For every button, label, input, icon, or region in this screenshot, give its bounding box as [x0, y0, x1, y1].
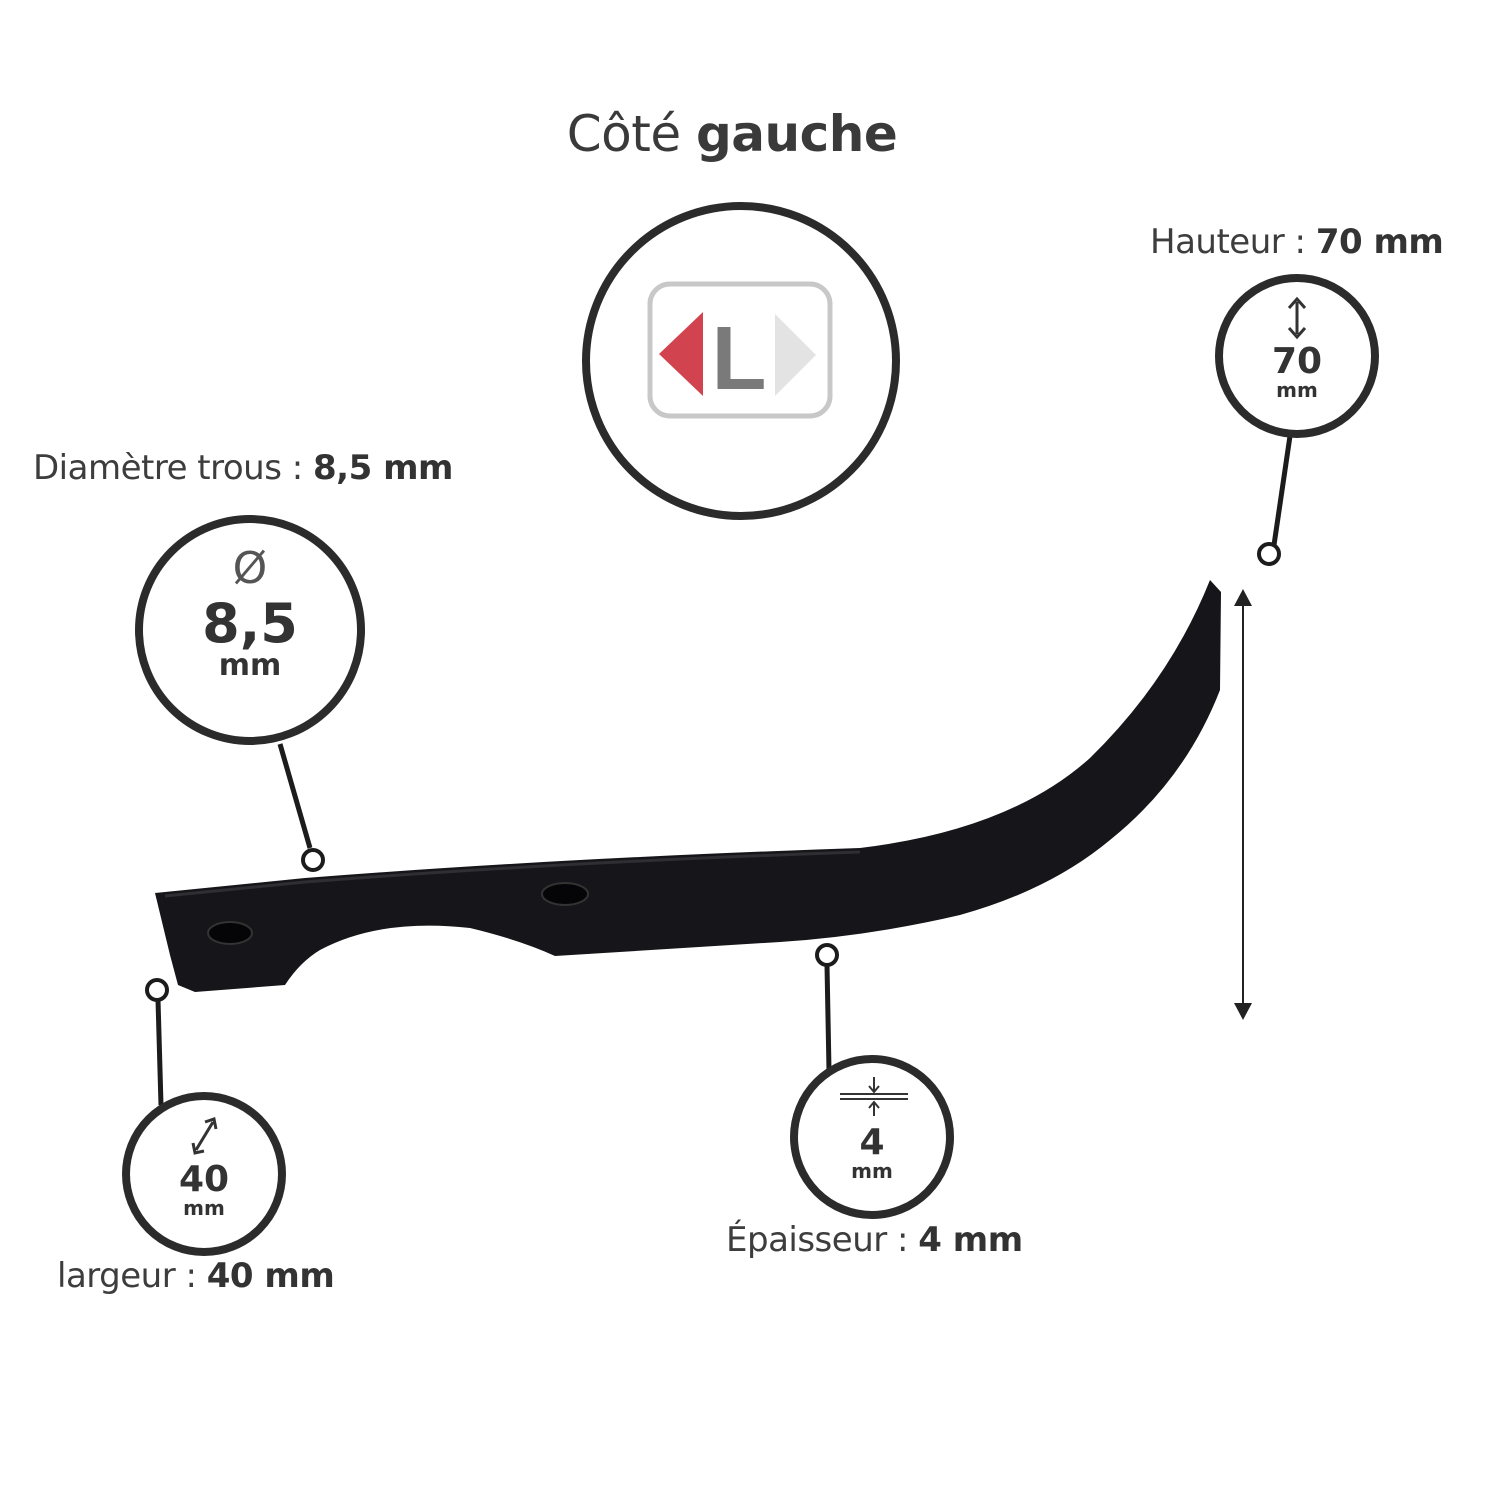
page-title: Côté gauche	[0, 105, 1464, 163]
side-badge: L	[582, 202, 900, 520]
title-prefix: Côté	[566, 105, 681, 163]
circle-diametre	[135, 515, 365, 745]
blade-edge-highlight	[164, 850, 861, 898]
side-badge-letter: L	[712, 309, 767, 409]
epaisseur-number: 4	[859, 1122, 885, 1163]
label-largeur: largeur : 40 mm	[57, 1256, 335, 1296]
label-epaisseur: Épaisseur : 4 mm	[726, 1220, 1023, 1260]
circle-epaisseur-content: 4 mm	[822, 1122, 922, 1183]
diametre-number: 8,5	[202, 592, 298, 655]
leader-largeur	[155, 999, 164, 1106]
label-largeur-value: 40 mm	[206, 1256, 335, 1296]
leader-lines	[155, 435, 1293, 1106]
largeur-number: 40	[178, 1159, 230, 1200]
circle-largeur	[122, 1092, 286, 1256]
left-triangle-icon	[659, 312, 703, 396]
circle-epaisseur	[790, 1055, 954, 1219]
leader-diametre	[277, 743, 313, 849]
epaisseur-unit: mm	[851, 1159, 893, 1183]
leader-epaisseur	[824, 964, 832, 1071]
vertical-arrow-icon	[1287, 296, 1307, 340]
dot-diametre	[301, 848, 325, 872]
right-triangle-icon	[775, 314, 816, 396]
circle-hauteur-content: 70 mm	[1247, 341, 1347, 402]
diagonal-arrow-icon	[191, 1117, 218, 1155]
label-hauteur-prefix: Hauteur :	[1150, 222, 1306, 262]
leader-dots	[145, 542, 1281, 1002]
bolt-hole-1	[207, 921, 253, 945]
label-diametre-value: 8,5 mm	[313, 448, 453, 488]
label-hauteur: Hauteur : 70 mm	[1150, 222, 1444, 262]
label-diametre: Diamètre trous : 8,5 mm	[33, 448, 453, 488]
label-largeur-prefix: largeur :	[57, 1256, 197, 1296]
label-epaisseur-prefix: Épaisseur :	[726, 1220, 908, 1260]
circle-largeur-content: 40 mm	[154, 1159, 254, 1220]
height-dimension-arrow	[1234, 589, 1252, 1020]
label-hauteur-value: 70 mm	[1315, 222, 1444, 262]
tiller-blade	[155, 580, 1221, 992]
circle-diametre-content: Ø 8,5 mm	[150, 547, 350, 681]
hauteur-unit: mm	[1276, 378, 1318, 402]
blade-body	[155, 580, 1221, 992]
bolt-hole-2	[541, 882, 589, 906]
dot-epaisseur	[815, 943, 839, 967]
dot-largeur	[145, 978, 169, 1002]
dot-hauteur	[1257, 542, 1281, 566]
hauteur-number: 70	[1271, 341, 1323, 382]
diameter-icon: Ø	[232, 543, 268, 594]
thickness-icon	[840, 1077, 908, 1116]
title-emphasis: gauche	[696, 105, 898, 163]
largeur-unit: mm	[183, 1196, 225, 1220]
label-epaisseur-value: 4 mm	[918, 1220, 1023, 1260]
label-diametre-prefix: Diamètre trous :	[33, 448, 303, 488]
diametre-unit: mm	[218, 648, 282, 683]
circle-hauteur	[1215, 274, 1379, 438]
leader-hauteur	[1271, 435, 1293, 546]
